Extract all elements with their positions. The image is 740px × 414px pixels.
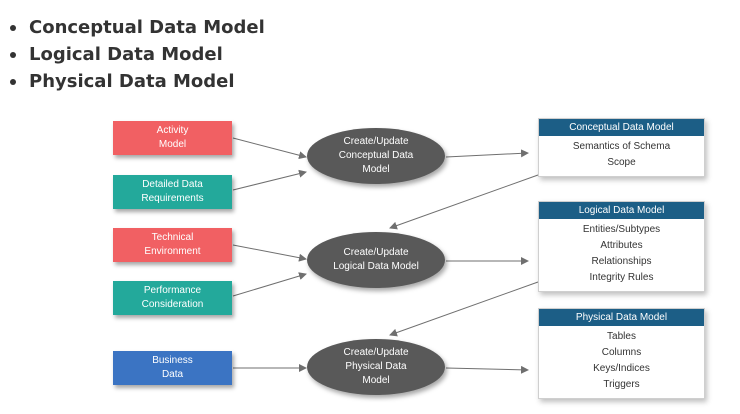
model-conceptual: Conceptual Data Model Semantics of Schem… (538, 118, 705, 177)
model-item: Integrity Rules (589, 272, 654, 283)
input-activity-model: Activity Model (113, 121, 232, 155)
model-physical: Physical Data Model Tables Columns Keys/… (538, 308, 705, 399)
arrow-conceptual-to-model (445, 149, 529, 158)
bullet-item: Logical Data Model (8, 41, 265, 68)
model-item: Tables (607, 331, 636, 342)
model-header: Logical Data Model (539, 202, 704, 219)
input-performance-consideration: Performance Consideration (113, 281, 232, 315)
process-conceptual: Create/Update Conceptual Data Model (307, 128, 445, 184)
arrow-performance-to-logical (232, 272, 307, 297)
input-business-data: Business Data (113, 351, 232, 385)
bullet-item: Conceptual Data Model (8, 14, 265, 41)
model-item: Entities/Subtypes (582, 224, 661, 235)
model-item: Columns (601, 347, 642, 358)
process-physical: Create/Update Physical Data Model (307, 339, 445, 395)
arrow-requirements-to-conceptual (232, 169, 307, 191)
model-item: Semantics of Schema (572, 141, 671, 152)
model-header: Conceptual Data Model (539, 119, 704, 136)
arrow-technical-to-logical (232, 244, 307, 262)
model-item: Triggers (603, 379, 640, 390)
arrow-logical-model-to-physical (389, 281, 539, 337)
input-technical-environment: Technical Environment (113, 228, 232, 262)
bullet-item: Physical Data Model (8, 68, 265, 95)
model-item: Keys/Indices (593, 363, 650, 374)
process-logical: Create/Update Logical Data Model (307, 232, 445, 288)
bullet-dot-icon (10, 78, 16, 85)
arrow-activity-to-conceptual (232, 137, 307, 160)
bullet-dot-icon (10, 51, 16, 58)
model-item: Relationships (591, 256, 652, 267)
model-item: Scope (607, 157, 636, 168)
arrow-conceptual-model-to-logical (389, 174, 539, 230)
model-item: Attributes (600, 240, 643, 251)
arrow-physical-to-model (445, 365, 529, 374)
model-logical: Logical Data Model Entities/Subtypes Att… (538, 201, 705, 292)
model-header: Physical Data Model (539, 309, 704, 326)
bullet-dot-icon (10, 24, 16, 31)
input-detailed-data-requirements: Detailed Data Requirements (113, 175, 232, 209)
bullet-list: Conceptual Data Model Logical Data Model… (8, 14, 265, 95)
